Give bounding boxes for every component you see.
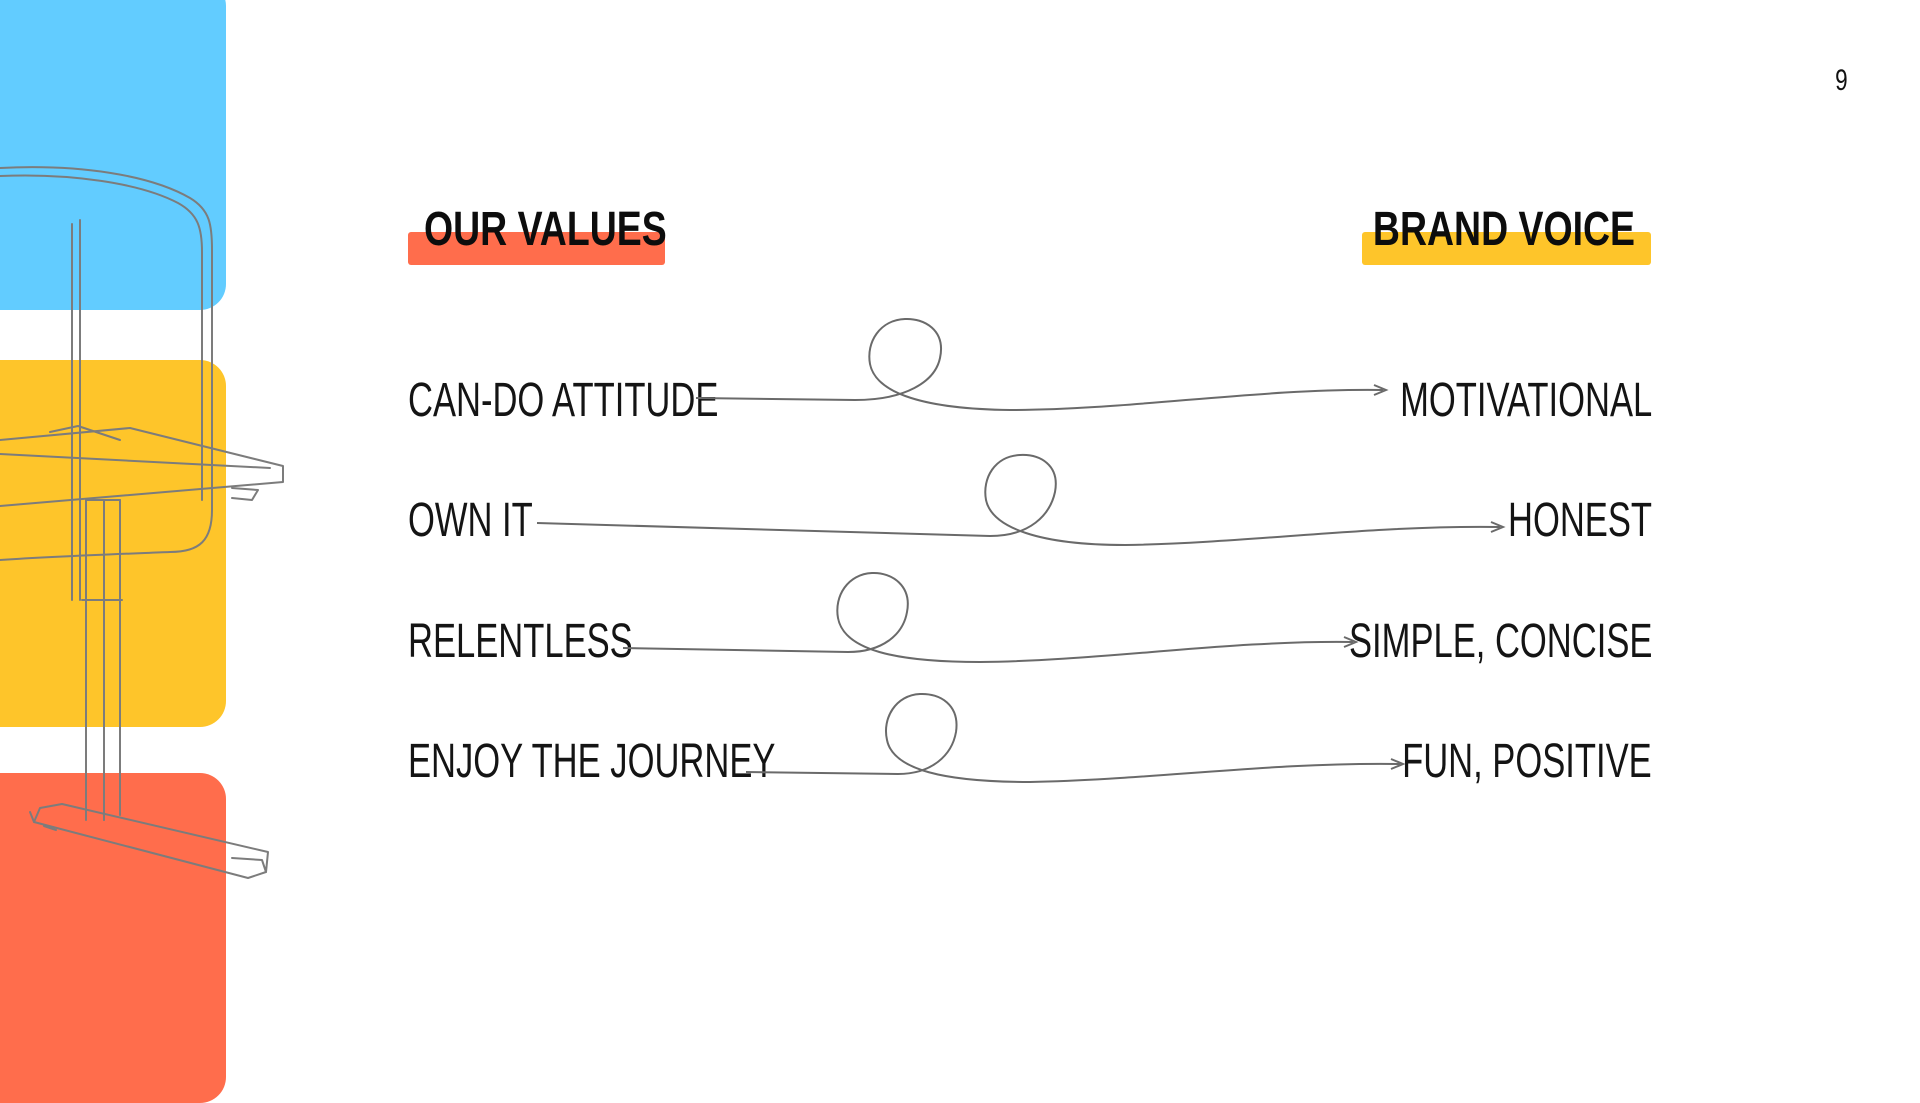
yellow-color-block: [0, 360, 226, 727]
connector-lines: [536, 317, 1506, 784]
value-label-1: CAN-DO ATTITUDE: [408, 374, 719, 427]
red-color-block: [0, 773, 226, 1103]
voice-label-2: HONEST: [1507, 494, 1652, 547]
voice-label-3: SIMPLE, CONCISE: [1348, 615, 1652, 668]
values-highlight: [408, 232, 665, 265]
standing-desk-sketch-icon: [0, 166, 284, 879]
brand-voice-heading-text: BRAND VOICE: [1372, 203, 1635, 256]
our-values-heading-text: OUR VALUES: [424, 203, 667, 256]
voice-highlight: [1362, 232, 1651, 265]
voice-label-1: MOTIVATIONAL: [1399, 374, 1652, 427]
value-label-4: ENJOY THE JOURNEY: [408, 735, 776, 788]
blue-color-block: [0, 0, 226, 310]
loop-arrow-icon: [622, 571, 1359, 664]
value-label-2: OWN IT: [408, 494, 533, 547]
value-label-3: RELENTLESS: [408, 615, 633, 668]
page-number: 9: [1835, 64, 1848, 97]
loop-arrow-icon: [695, 317, 1389, 412]
loop-arrow-icon: [536, 453, 1506, 547]
voice-label-4: FUN, POSITIVE: [1402, 735, 1652, 788]
loop-arrow-icon: [745, 692, 1406, 784]
our-values-heading: OUR VALUES: [408, 203, 667, 265]
brand-voice-heading: BRAND VOICE: [1362, 203, 1651, 265]
